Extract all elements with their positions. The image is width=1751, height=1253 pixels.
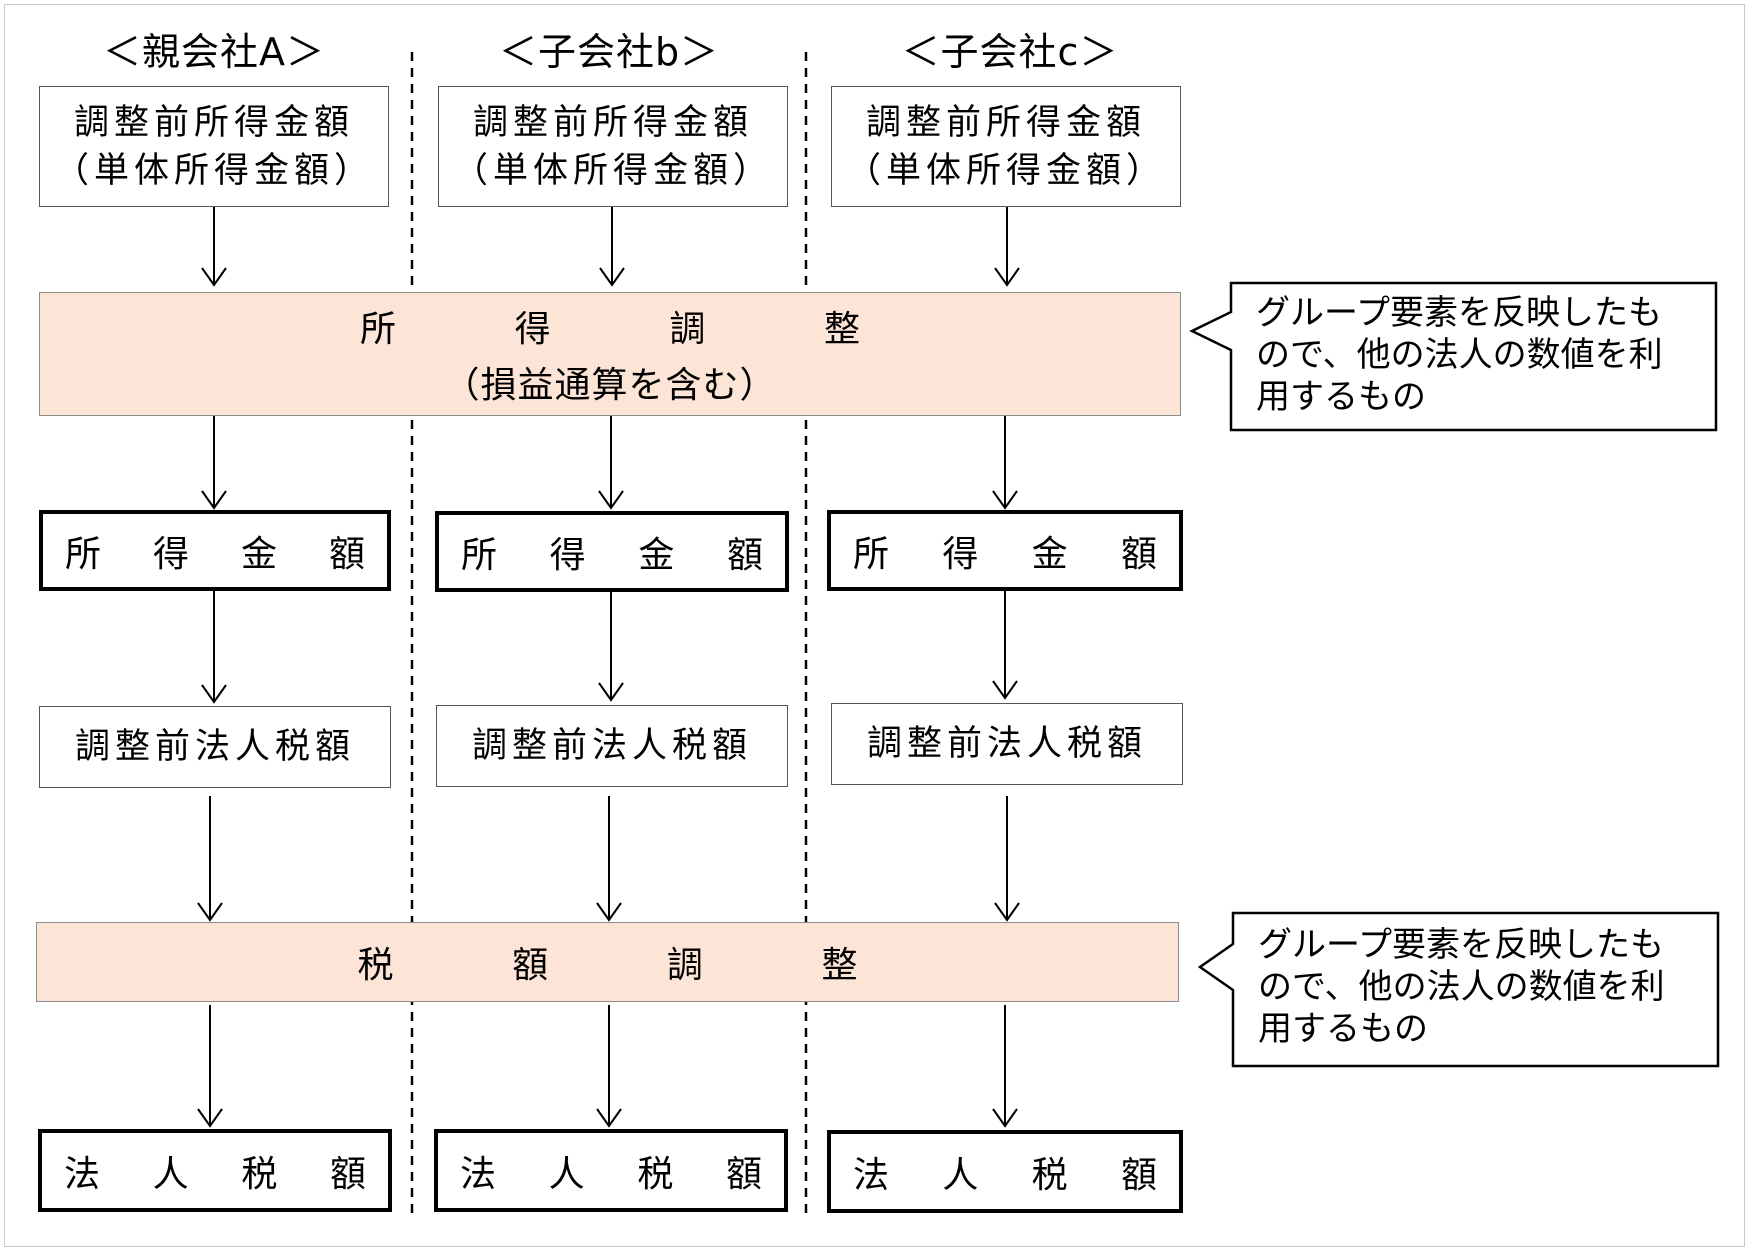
label-char: 人 xyxy=(548,1153,585,1195)
diagram-frame xyxy=(4,4,1745,1247)
pre-income-sublabel: （単体所得金額） xyxy=(452,150,773,191)
tax-box-c: 法 人 税 額 xyxy=(827,1130,1183,1213)
band-char: 整 xyxy=(821,945,858,986)
pre-tax-box-a: 調整前法人税額 xyxy=(39,706,391,788)
label-char: 額 xyxy=(1120,533,1157,575)
income-adjustment-band: 所 得 調 整 （損益通算を含む） xyxy=(39,292,1181,416)
band-char: 整 xyxy=(823,309,860,350)
label-char: 所 xyxy=(461,534,498,576)
label-char: 法 xyxy=(460,1153,497,1195)
arrow-b-3 xyxy=(598,591,624,702)
pre-tax-label: 調整前法人税額 xyxy=(471,726,752,766)
callout-2-shape xyxy=(1197,911,1720,1068)
pre-tax-label: 調整前法人税額 xyxy=(866,724,1147,764)
label-char: 得 xyxy=(942,533,979,575)
income-adjustment-title: 所 得 調 整 xyxy=(360,300,860,352)
income-label: 所 得 金 額 xyxy=(831,525,1179,577)
tax-box-a: 法 人 税 額 xyxy=(38,1129,392,1212)
arrow-b-1 xyxy=(599,207,625,287)
label-char: 額 xyxy=(725,1153,762,1195)
callout-tax-adjustment: グループ要素を反映したも ので、他の法人の数値を利 用するもの xyxy=(1258,925,1665,1049)
income-label: 所 得 金 額 xyxy=(439,526,785,578)
label-char: 額 xyxy=(329,1153,366,1195)
label-char: 額 xyxy=(328,533,365,575)
pre-income-sublabel: （単体所得金額） xyxy=(845,150,1166,191)
label-char: 法 xyxy=(64,1153,101,1195)
arrow-a-4 xyxy=(197,796,223,922)
pre-tax-box-b: 調整前法人税額 xyxy=(436,705,788,787)
band-char: 調 xyxy=(669,309,706,350)
callout-1-shape xyxy=(1189,281,1718,432)
pre-income-label: 調整前所得金額 xyxy=(73,102,354,143)
label-char: 額 xyxy=(1120,1154,1157,1196)
label-char: 税 xyxy=(241,1153,278,1195)
callout-income-adjustment: グループ要素を反映したも ので、他の法人の数値を利 用するもの xyxy=(1256,293,1663,417)
pre-tax-label: 調整前法人税額 xyxy=(74,727,355,767)
pre-income-box-a: 調整前所得金額 （単体所得金額） xyxy=(39,86,389,207)
band-char: 調 xyxy=(666,945,703,986)
income-box-a: 所 得 金 額 xyxy=(39,510,391,591)
arrow-b-5 xyxy=(596,1005,622,1128)
tax-adjustment-band: 税 額 調 整 xyxy=(36,922,1179,1002)
pre-income-label: 調整前所得金額 xyxy=(472,102,753,143)
label-char: 人 xyxy=(152,1153,189,1195)
label-char: 得 xyxy=(549,534,586,576)
band-char: 所 xyxy=(360,309,397,350)
band-char: 額 xyxy=(512,945,549,986)
income-box-b: 所 得 金 額 xyxy=(435,511,789,592)
header-sub-b: ＜子会社b＞ xyxy=(498,30,720,74)
header-parent-a: ＜親会社A＞ xyxy=(103,30,325,74)
pre-income-box-b: 調整前所得金額 （単体所得金額） xyxy=(438,86,788,207)
label-char: 法 xyxy=(853,1154,890,1196)
pre-tax-box-c: 調整前法人税額 xyxy=(831,703,1183,785)
band-char: 税 xyxy=(357,945,394,986)
band-char: 得 xyxy=(514,309,551,350)
pre-income-label: 調整前所得金額 xyxy=(865,102,1146,143)
income-box-c: 所 得 金 額 xyxy=(827,510,1183,591)
label-char: 所 xyxy=(853,533,890,575)
pre-income-box-c: 調整前所得金額 （単体所得金額） xyxy=(831,86,1181,207)
arrow-c-3 xyxy=(992,591,1018,700)
tax-adjustment-title: 税 額 調 整 xyxy=(358,936,858,988)
label-char: 人 xyxy=(942,1154,979,1196)
tax-label: 法 人 税 額 xyxy=(831,1146,1179,1198)
arrow-a-2 xyxy=(201,416,227,510)
label-char: 金 xyxy=(1031,533,1068,575)
arrow-c-4 xyxy=(994,796,1020,922)
label-char: 所 xyxy=(65,533,102,575)
header-sub-c: ＜子会社c＞ xyxy=(901,30,1119,74)
arrow-b-4 xyxy=(596,796,622,922)
pre-income-sublabel: （単体所得金額） xyxy=(53,150,374,191)
arrow-c-2 xyxy=(992,416,1018,510)
label-char: 得 xyxy=(152,533,189,575)
tax-label: 法 人 税 額 xyxy=(42,1145,388,1197)
label-char: 税 xyxy=(1031,1154,1068,1196)
tax-label: 法 人 税 額 xyxy=(438,1145,784,1197)
arrow-c-5 xyxy=(992,1005,1018,1128)
income-label: 所 得 金 額 xyxy=(43,525,387,577)
arrow-a-3 xyxy=(201,591,227,704)
arrow-c-1 xyxy=(994,207,1020,287)
arrow-b-2 xyxy=(598,416,624,510)
arrow-a-1 xyxy=(201,207,227,287)
income-adjustment-sub: （損益通算を含む） xyxy=(443,365,777,406)
label-char: 額 xyxy=(726,534,763,576)
arrow-a-5 xyxy=(197,1005,223,1128)
label-char: 金 xyxy=(240,533,277,575)
tax-box-b: 法 人 税 額 xyxy=(434,1129,788,1212)
label-char: 税 xyxy=(637,1153,674,1195)
label-char: 金 xyxy=(638,534,675,576)
